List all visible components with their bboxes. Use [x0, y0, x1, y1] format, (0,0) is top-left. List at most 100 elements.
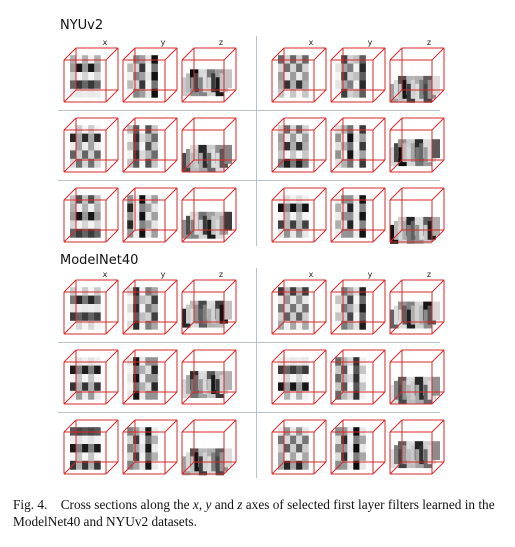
cube-edge — [313, 159, 327, 173]
cube-graphic — [181, 279, 237, 335]
voxel — [359, 435, 366, 445]
cube-edge — [164, 391, 178, 405]
voxel — [341, 295, 348, 305]
voxel — [302, 63, 309, 73]
cube-edge — [164, 89, 178, 103]
voxel — [290, 72, 297, 81]
filter-cube-y — [329, 46, 386, 106]
voxel — [82, 304, 89, 313]
voxel — [341, 228, 348, 238]
voxel — [296, 304, 303, 313]
cube-graphic — [271, 419, 327, 475]
voxel — [127, 390, 134, 400]
voxel — [94, 220, 101, 230]
voxel — [70, 304, 77, 313]
voxel — [278, 452, 285, 462]
cube-edge — [431, 47, 445, 61]
voxel — [76, 444, 83, 453]
voxel — [127, 320, 134, 330]
cube-edge — [389, 187, 403, 201]
voxel — [302, 435, 309, 445]
cube-graphic — [63, 279, 119, 335]
cube-edge — [122, 391, 136, 405]
voxel — [151, 382, 158, 392]
voxel — [341, 304, 348, 313]
cube-edge — [431, 117, 445, 131]
voxel — [359, 133, 366, 143]
cube-graphic — [181, 117, 237, 173]
voxel — [82, 203, 89, 213]
cube-edge — [223, 321, 237, 335]
cube-edge — [181, 47, 195, 61]
voxel — [341, 435, 348, 445]
voxel — [133, 444, 140, 453]
voxel — [284, 374, 291, 383]
voxel — [353, 228, 360, 238]
voxel — [335, 374, 342, 383]
cube-edge — [372, 419, 386, 433]
voxel — [335, 460, 342, 470]
filter-cube-x — [270, 278, 327, 338]
cube-graphic — [181, 47, 237, 103]
voxel — [88, 88, 95, 98]
cube-edge — [313, 349, 327, 363]
voxel — [145, 142, 152, 151]
cube-edge — [181, 229, 195, 243]
voxel — [127, 452, 134, 462]
voxel — [139, 80, 146, 90]
cube-edge — [105, 89, 119, 103]
voxel — [76, 312, 83, 322]
voxel — [359, 295, 366, 305]
cube-edge — [330, 47, 344, 61]
voxel — [341, 320, 348, 330]
voxel — [431, 301, 440, 321]
filter-cube-z — [388, 116, 445, 176]
cube-edge — [389, 349, 403, 363]
voxel — [278, 203, 285, 213]
cube-edge — [431, 89, 445, 103]
voxel — [278, 295, 285, 305]
filter-cube-x — [62, 278, 119, 338]
voxel — [347, 320, 354, 330]
voxel — [278, 444, 285, 453]
voxel — [335, 88, 342, 98]
voxel — [76, 382, 83, 392]
voxel — [341, 142, 348, 151]
voxel — [94, 142, 101, 151]
cube-graphic — [330, 419, 386, 475]
cube-edge — [431, 321, 445, 335]
voxel — [347, 80, 354, 90]
voxel — [359, 374, 366, 383]
voxel — [223, 69, 232, 89]
voxel — [76, 452, 83, 462]
voxel — [94, 72, 101, 81]
voxel — [284, 133, 291, 143]
voxel — [335, 63, 342, 73]
voxel — [139, 63, 146, 73]
voxel — [70, 72, 77, 81]
voxel — [284, 203, 291, 213]
voxel — [88, 390, 95, 400]
voxel — [284, 63, 291, 73]
voxel — [145, 312, 152, 322]
voxel — [284, 212, 291, 221]
cube-edge — [181, 279, 195, 293]
voxel — [82, 142, 89, 151]
voxel — [76, 133, 83, 143]
voxel — [431, 139, 440, 159]
voxel — [341, 203, 348, 213]
voxel — [302, 142, 309, 151]
cube-edge — [389, 159, 403, 173]
voxel — [133, 63, 140, 73]
cube-edge — [164, 461, 178, 475]
cube-edge — [431, 159, 445, 173]
voxel — [359, 382, 366, 392]
voxel — [290, 212, 297, 221]
voxel — [302, 365, 309, 375]
voxel — [302, 88, 309, 98]
voxel — [347, 312, 354, 322]
voxel — [335, 212, 342, 221]
cube-edge — [122, 461, 136, 475]
voxel — [341, 158, 348, 168]
voxel — [127, 142, 134, 151]
